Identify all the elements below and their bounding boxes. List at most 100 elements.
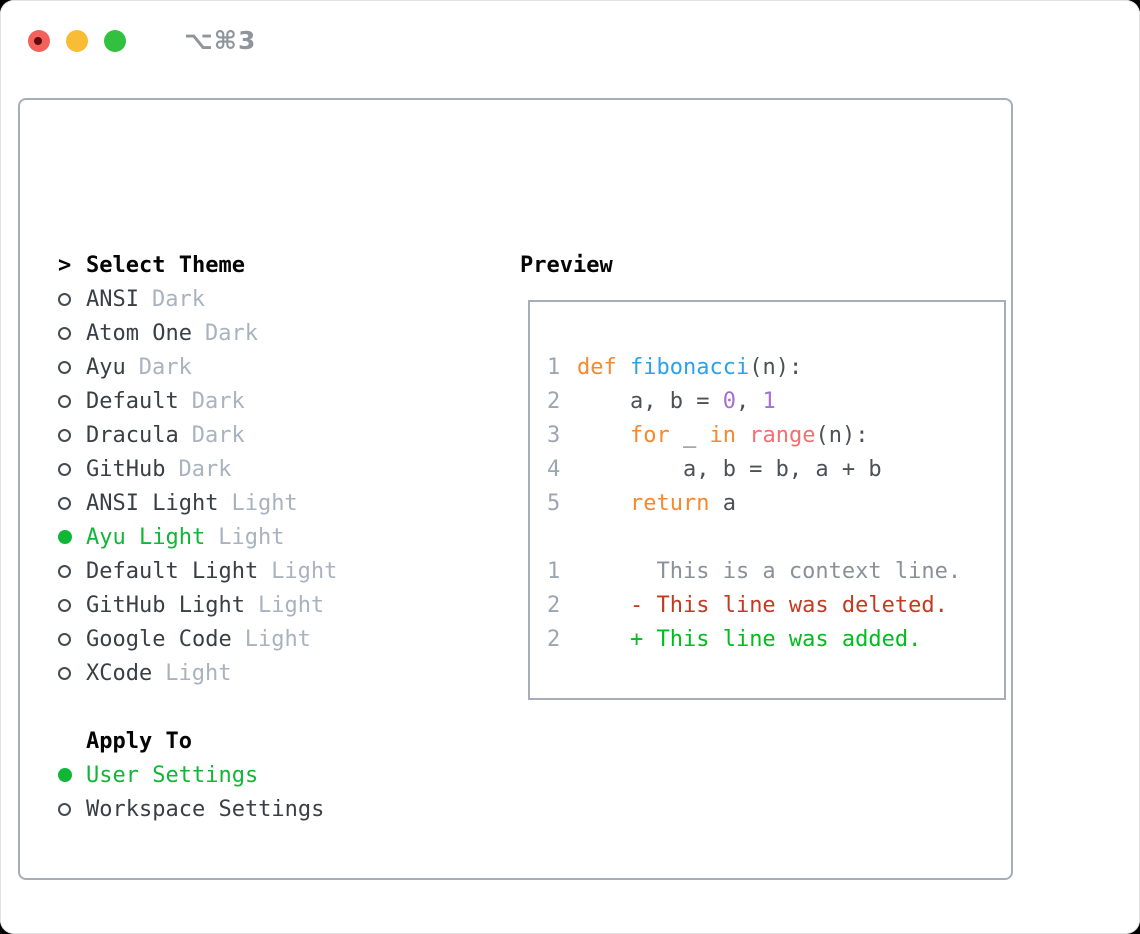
theme-name: XCode bbox=[86, 660, 153, 686]
code-token bbox=[577, 423, 630, 448]
code-token: a, b = b, a + b bbox=[577, 456, 882, 482]
theme-variant-badge: Light bbox=[231, 490, 298, 516]
diff-deleted-text: - This line was deleted. bbox=[629, 592, 948, 618]
theme-name: Google Code bbox=[86, 626, 232, 652]
theme-name: Dracula bbox=[86, 422, 179, 448]
line-number: 2 bbox=[547, 388, 561, 414]
radio-unselected-icon bbox=[58, 360, 71, 374]
code-token: a, b = bbox=[577, 388, 723, 414]
theme-option-ayu-light[interactable]: Ayu Light Light bbox=[58, 520, 337, 554]
theme-name: Atom One bbox=[86, 320, 192, 346]
code-token: return bbox=[629, 490, 710, 516]
theme-option-ansi-dark[interactable]: ANSI Dark bbox=[58, 282, 337, 316]
radio-selected-icon bbox=[58, 530, 72, 544]
theme-option-github-dark[interactable]: GitHub Dark bbox=[58, 452, 337, 486]
radio-unselected-icon bbox=[58, 326, 71, 340]
hint-text: (Use Enter to select, Tab to change focu… bbox=[58, 860, 429, 934]
line-number: 5 bbox=[547, 490, 561, 516]
window-title: ⌥⌘3 bbox=[184, 26, 257, 55]
apply-to-option-label: User Settings bbox=[86, 762, 259, 788]
code-token: _ bbox=[669, 422, 710, 448]
code-token: (n): bbox=[749, 354, 803, 380]
theme-variant-badge: Light bbox=[165, 660, 232, 686]
code-token: range bbox=[749, 422, 816, 448]
preview-header-label: Preview bbox=[520, 252, 613, 278]
theme-name: Ayu bbox=[86, 354, 126, 380]
theme-option-xcode[interactable]: XCode Light bbox=[58, 656, 337, 690]
theme-name: Default Light bbox=[86, 558, 259, 584]
code-token bbox=[577, 593, 630, 618]
apply-to-option-label: Workspace Settings bbox=[86, 796, 325, 822]
radio-selected-icon bbox=[58, 768, 72, 782]
apply-to-header-label: Apply To bbox=[86, 728, 192, 754]
code-token: 1 bbox=[762, 388, 776, 414]
radio-unselected-icon bbox=[58, 666, 71, 680]
select-theme-header: > Select Theme bbox=[58, 248, 337, 282]
theme-name: GitHub bbox=[86, 456, 166, 482]
theme-variant-badge: Dark bbox=[204, 320, 258, 346]
diff-context-line: 1 This is a context line. bbox=[547, 554, 961, 588]
theme-option-atom-one-dark[interactable]: Atom One Dark bbox=[58, 316, 337, 350]
radio-unselected-icon bbox=[58, 564, 71, 578]
theme-option-default-dark[interactable]: Default Dark bbox=[58, 384, 337, 418]
code-token: (n): bbox=[815, 422, 869, 448]
theme-option-ansi-light[interactable]: ANSI Light Light bbox=[58, 486, 337, 520]
theme-variant-badge: Dark bbox=[151, 286, 205, 312]
diff-added-text: + This line was added. bbox=[629, 626, 922, 652]
theme-picker: > Select Theme ANSI Dark Atom One Dark A… bbox=[58, 248, 337, 826]
theme-name: ANSI Light bbox=[86, 490, 219, 516]
code-token: , bbox=[735, 388, 763, 414]
code-token bbox=[577, 627, 630, 652]
code-token: a bbox=[709, 490, 736, 516]
radio-unselected-icon bbox=[58, 428, 71, 442]
code-token bbox=[577, 491, 630, 516]
cursor-chevron-icon: > bbox=[58, 252, 72, 278]
code-token: for bbox=[629, 422, 670, 448]
hint-line-1: (Use Enter to select, Tab to bbox=[58, 928, 429, 934]
radio-unselected-icon bbox=[58, 292, 71, 306]
apply-to-option-workspace-settings[interactable]: Workspace Settings bbox=[58, 792, 337, 826]
theme-variant-badge: Light bbox=[244, 626, 311, 652]
main-panel: > Select Theme ANSI Dark Atom One Dark A… bbox=[18, 98, 1013, 934]
theme-option-google-code[interactable]: Google Code Light bbox=[58, 622, 337, 656]
zoom-button[interactable] bbox=[104, 29, 126, 52]
titlebar: ⌥⌘3 bbox=[28, 26, 256, 55]
theme-variant-badge: Dark bbox=[178, 456, 232, 482]
line-number: 2 bbox=[547, 626, 561, 652]
close-button[interactable] bbox=[28, 29, 50, 52]
theme-option-default-light[interactable]: Default Light Light bbox=[58, 554, 337, 588]
code-token bbox=[736, 423, 749, 448]
theme-variant-badge: Light bbox=[218, 524, 285, 550]
code-token: def bbox=[577, 354, 617, 380]
minimize-button[interactable] bbox=[66, 29, 88, 52]
theme-name: Default bbox=[86, 388, 179, 414]
theme-variant-badge: Dark bbox=[191, 422, 245, 448]
code-token: 0 bbox=[722, 388, 736, 414]
radio-unselected-icon bbox=[58, 632, 71, 646]
apply-to-option-user-settings[interactable]: User Settings bbox=[58, 758, 337, 792]
theme-name: GitHub Light bbox=[86, 592, 245, 618]
code-line: 4 a, b = b, a + b bbox=[547, 452, 961, 486]
line-number: 4 bbox=[547, 456, 561, 482]
radio-unselected-icon bbox=[58, 802, 71, 816]
code-token: in bbox=[709, 422, 736, 448]
theme-option-dracula-dark[interactable]: Dracula Dark bbox=[58, 418, 337, 452]
code-token bbox=[617, 355, 630, 380]
theme-option-ayu-dark[interactable]: Ayu Dark bbox=[58, 350, 337, 384]
theme-name: ANSI bbox=[86, 286, 139, 312]
apply-to-header: Apply To bbox=[58, 724, 337, 758]
divider bbox=[58, 690, 337, 724]
theme-variant-badge: Dark bbox=[138, 354, 192, 380]
radio-unselected-icon bbox=[58, 598, 71, 612]
code-line: 5 return a bbox=[547, 486, 961, 520]
theme-option-github-light[interactable]: GitHub Light Light bbox=[58, 588, 337, 622]
blank-line bbox=[547, 520, 961, 554]
line-number: 1 bbox=[547, 558, 561, 584]
code-line: 2 a, b = 0, 1 bbox=[547, 384, 961, 418]
diff-added-line: 2 + This line was added. bbox=[547, 622, 961, 656]
radio-unselected-icon bbox=[58, 496, 71, 510]
diff-context-text: This is a context line. bbox=[577, 558, 962, 584]
